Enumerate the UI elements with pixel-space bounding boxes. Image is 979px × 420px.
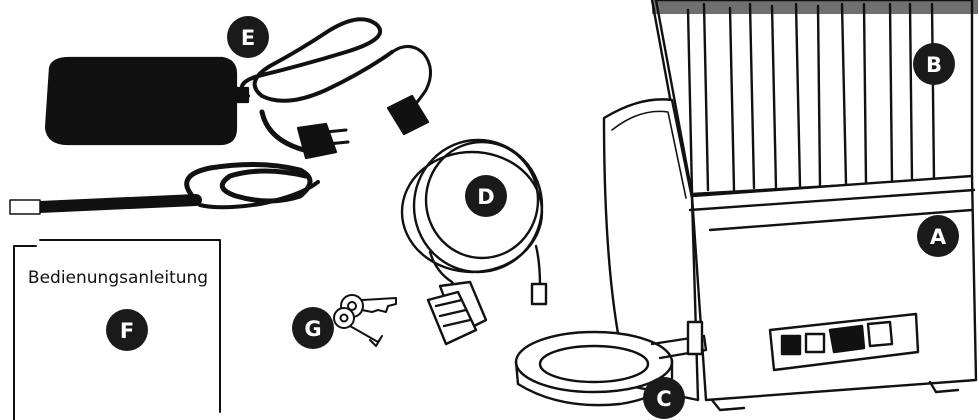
label-a: A bbox=[930, 225, 947, 249]
power-adapter bbox=[10, 19, 431, 214]
label-d: D bbox=[477, 185, 494, 209]
badge-g: G bbox=[292, 307, 334, 349]
label-c: C bbox=[656, 387, 671, 411]
badge-f: F bbox=[106, 309, 148, 351]
badge-b: B bbox=[913, 43, 955, 85]
label-g: G bbox=[304, 317, 321, 341]
serial-cable bbox=[402, 140, 546, 344]
badge-c: C bbox=[643, 377, 685, 419]
card-printer bbox=[516, 0, 978, 410]
manual-title: Bedienungsanleitung bbox=[28, 268, 208, 288]
badge-d: D bbox=[465, 175, 507, 217]
dc-connector bbox=[388, 96, 428, 134]
label-b: B bbox=[926, 53, 942, 77]
label-f: F bbox=[120, 319, 134, 343]
card-hopper bbox=[652, 0, 978, 196]
mains-plug bbox=[298, 124, 348, 158]
keys bbox=[334, 295, 396, 346]
db9-connector bbox=[428, 282, 486, 344]
badge-a: A bbox=[917, 215, 959, 257]
badge-e: E bbox=[227, 16, 269, 58]
label-e: E bbox=[241, 26, 255, 50]
